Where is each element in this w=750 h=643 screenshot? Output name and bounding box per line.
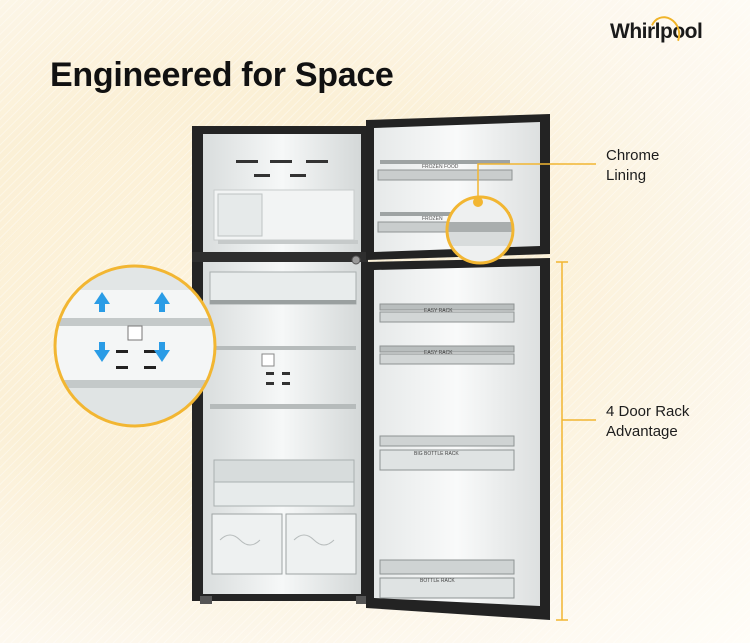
chrome-zoom-lens [445,195,515,265]
door-rack-label-1: EASY RACK [424,308,453,314]
page-title: Engineered for Space [50,56,394,94]
adjust-down-arrow-icon [94,342,170,362]
adjust-up-arrow-icon [94,292,170,312]
chrome-callout-line1: Chrome [606,147,660,164]
door-rack-label-2: EASY RACK [424,350,453,356]
door-rack-callout-line1: 4 Door Rack [606,403,690,420]
logo-text: Whirlpool [610,20,703,43]
door-rack-callout-line2: Advantage [606,423,678,440]
whirlpool-logo: Whirlpool [610,11,703,55]
door-rack-label-4: BOTTLE RACK [420,578,455,584]
freezer-rack-label-top: FROZEN FOOD [422,164,459,170]
fridge-door: EASY RACK EASY RACK BIG BOTTLE RACK BOTT… [351,255,550,620]
door-rack-callout: 4 Door Rack Advantage [606,402,689,442]
chrome-lining-callout: Chrome Lining [606,146,659,186]
freezer-rack-label-bottom: FROZEN [422,216,443,222]
door-rack-label-3: BIG BOTTLE RACK [414,451,459,457]
fridge-cabinet [192,126,368,604]
callout-leader-lines [477,163,596,621]
chrome-callout-line2: Lining [606,167,647,184]
